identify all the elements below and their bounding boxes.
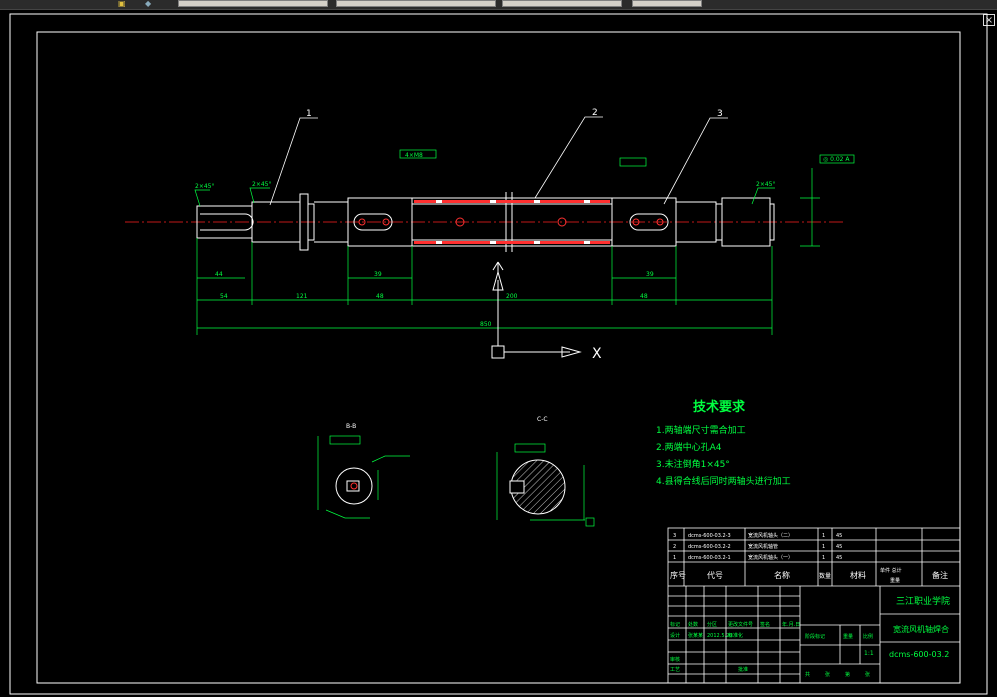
svg-text:1: 1 — [822, 533, 825, 539]
svg-text:39: 39 — [646, 271, 654, 278]
svg-text:44: 44 — [215, 271, 223, 278]
svg-text:宽流风机轴头（一）: 宽流风机轴头（一） — [748, 554, 793, 561]
svg-text:张某某: 张某某 — [688, 632, 703, 639]
svg-text:标准化: 标准化 — [728, 632, 743, 639]
svg-text:年.月.日: 年.月.日 — [782, 621, 800, 628]
tech-req-title: 技术要求 — [693, 399, 746, 415]
ucs-icon — [491, 261, 582, 359]
svg-text:200: 200 — [506, 293, 518, 300]
balloon-2: 2 — [592, 108, 598, 118]
section-c-label: C-C — [537, 416, 548, 423]
svg-text:2012.5.20: 2012.5.20 — [707, 633, 732, 639]
svg-text:共: 共 — [805, 671, 810, 678]
svg-text:1:1: 1:1 — [864, 650, 874, 657]
svg-text:批准: 批准 — [738, 666, 748, 673]
toolbar-field-2[interactable] — [336, 0, 496, 7]
svg-text:重量: 重量 — [843, 633, 853, 640]
keyway-slot-left — [353, 213, 393, 231]
svg-text:分区: 分区 — [707, 621, 717, 628]
svg-text:代号: 代号 — [707, 570, 723, 580]
svg-text:单件 总计: 单件 总计 — [880, 567, 902, 574]
folder-icon[interactable]: ▣ — [118, 0, 126, 8]
layer-icon[interactable]: ◆ — [145, 0, 152, 8]
svg-text:◎ 0.02 A: ◎ 0.02 A — [823, 156, 850, 163]
svg-text:张: 张 — [825, 671, 830, 678]
tech-req-line-2: 2.两端中心孔A4 — [656, 441, 722, 453]
title-block-grid — [667, 527, 961, 684]
svg-text:dcms-600-03.2-2: dcms-600-03.2-2 — [688, 544, 731, 550]
svg-text:序号: 序号 — [670, 570, 686, 580]
svg-text:2×45°: 2×45° — [195, 183, 214, 190]
tech-req-line-4: 4.县得合线后同时两轴头进行加工 — [656, 475, 791, 487]
svg-text:设计: 设计 — [670, 632, 680, 639]
svg-text:1: 1 — [822, 544, 825, 550]
close-drawing-button[interactable]: × — [983, 14, 995, 26]
svg-text:重量: 重量 — [890, 577, 900, 584]
sheet-outer-border — [9, 13, 988, 695]
svg-text:45: 45 — [836, 533, 842, 539]
svg-text:121: 121 — [296, 293, 308, 300]
svg-text:名称: 名称 — [774, 570, 790, 580]
toolbar-field-3[interactable] — [502, 0, 622, 7]
svg-text:宽流风机轴焊合: 宽流风机轴焊合 — [893, 624, 949, 634]
dimension-lines — [194, 149, 855, 335]
svg-text:处数: 处数 — [688, 621, 698, 628]
svg-text:4×M8: 4×M8 — [405, 152, 423, 159]
svg-text:标记: 标记 — [670, 621, 680, 628]
shaft-outline — [196, 192, 775, 252]
svg-text:48: 48 — [376, 293, 384, 300]
svg-text:第: 第 — [845, 671, 850, 678]
svg-text:签名: 签名 — [760, 621, 770, 628]
bom-rows: 3 dcms-600-03.2-3 宽流风机轴头（二） 1 45 2 dcms-… — [673, 532, 842, 561]
svg-text:工艺: 工艺 — [670, 667, 680, 673]
balloon-leaders — [269, 116, 728, 206]
balloon-1: 1 — [306, 109, 312, 119]
svg-text:宽流风机轴头（二）: 宽流风机轴头（二） — [748, 532, 793, 539]
svg-text:1: 1 — [673, 555, 676, 561]
title-block-text: 三江职业学院 宽流风机轴焊合 dcms-600-03.2 1:1 阶段标记 重量… — [670, 595, 950, 678]
toolbar-field-4[interactable] — [632, 0, 702, 7]
svg-text:48: 48 — [640, 293, 648, 300]
svg-text:更改文件号: 更改文件号 — [728, 621, 753, 628]
svg-text:45: 45 — [836, 555, 842, 561]
svg-text:3: 3 — [673, 533, 676, 539]
sheet-inner-frame — [36, 31, 961, 684]
svg-text:2×45°: 2×45° — [252, 181, 271, 188]
svg-text:比例: 比例 — [863, 633, 873, 640]
svg-text:2: 2 — [673, 544, 676, 550]
section-b-label: B-B — [346, 423, 356, 430]
svg-text:材料: 材料 — [850, 570, 866, 580]
svg-text:dcms-600-03.2: dcms-600-03.2 — [889, 650, 949, 659]
balloon-3: 3 — [717, 109, 723, 119]
svg-text:宽流风机轴管: 宽流风机轴管 — [748, 543, 778, 550]
svg-text:阶段标记: 阶段标记 — [805, 633, 825, 640]
bom-header: 序号 代号 名称 数量 材料 单件 总计 重量 备注 — [670, 567, 948, 584]
svg-text:备注: 备注 — [932, 570, 948, 580]
svg-text:1: 1 — [822, 555, 825, 561]
svg-text:审核: 审核 — [670, 656, 680, 663]
svg-text:三江职业学院: 三江职业学院 — [896, 595, 950, 607]
tech-req-line-1: 1.两轴端尺寸需合加工 — [656, 424, 746, 436]
svg-text:dcms-600-03.2-3: dcms-600-03.2-3 — [688, 533, 731, 539]
svg-text:张: 张 — [865, 671, 870, 678]
svg-text:2×45°: 2×45° — [756, 181, 775, 188]
toolbar-field-1[interactable] — [178, 0, 328, 7]
svg-text:850: 850 — [480, 321, 492, 328]
svg-text:dcms-600-03.2-1: dcms-600-03.2-1 — [688, 555, 731, 561]
x-axis-label: X — [592, 346, 602, 362]
keyway-slot-right — [629, 213, 669, 231]
section-c-c: C-C — [496, 416, 595, 527]
top-toolbar: ▣ ◆ — [0, 0, 997, 10]
svg-text:数量: 数量 — [819, 572, 831, 580]
weld-marks — [414, 200, 610, 244]
svg-text:54: 54 — [220, 293, 228, 300]
section-b-b: B-B — [317, 423, 410, 519]
tech-req-line-3: 3.未注倒角1×45° — [656, 458, 730, 470]
svg-text:45: 45 — [836, 544, 842, 550]
svg-text:39: 39 — [374, 271, 382, 278]
